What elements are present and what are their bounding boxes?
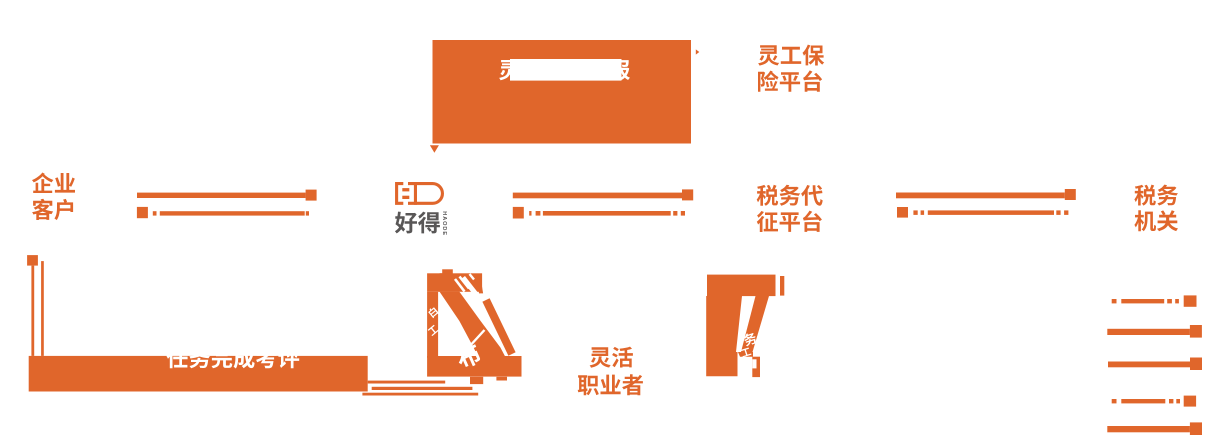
svg-text:HAODE: HAODE	[441, 211, 447, 236]
